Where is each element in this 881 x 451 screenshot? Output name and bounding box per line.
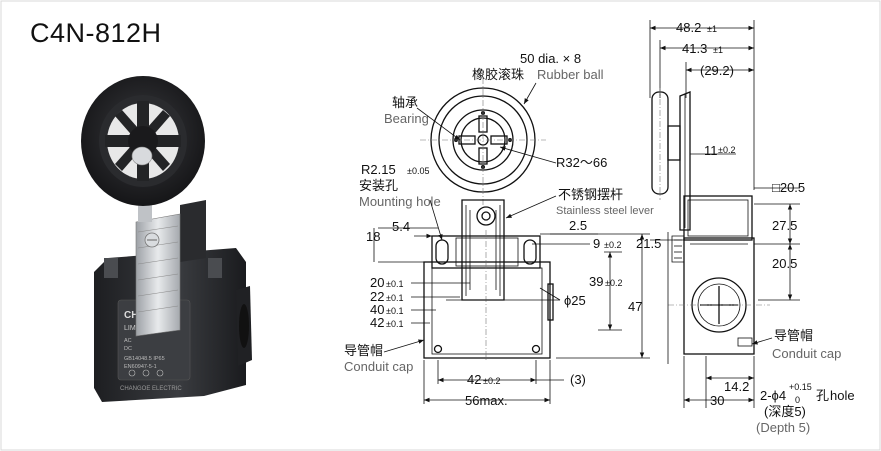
spec-line-2: DC bbox=[124, 346, 132, 352]
mount-en-text: Mounting hole bbox=[359, 194, 441, 209]
dim-40: 40 bbox=[370, 302, 384, 317]
dim-20: 20 bbox=[370, 275, 384, 290]
front-body bbox=[423, 261, 551, 359]
front-view: 50 dia. × 8 橡胶滚珠 Rubber ball 轴承 Bearing … bbox=[344, 51, 654, 408]
dim-42: 42 bbox=[370, 315, 384, 330]
dim-48-2-tol: ±1 bbox=[707, 24, 717, 34]
mount-r-text: R2.15 bbox=[361, 162, 396, 177]
ball-cn-text: 橡胶滚珠 bbox=[472, 67, 524, 82]
hole-prefix: 2-ϕ4 bbox=[760, 388, 786, 403]
dim-5-4: 5.4 bbox=[392, 219, 410, 234]
hole-sup: +0.15 bbox=[789, 382, 812, 392]
spec-line-1: AC bbox=[124, 338, 132, 344]
dim-sq-20-5: □20.5 bbox=[772, 180, 805, 195]
hole-en: hole bbox=[830, 388, 855, 403]
dim-42-width-tol: ±0.2 bbox=[483, 376, 500, 386]
dim-42-tol: ±0.1 bbox=[386, 319, 403, 329]
front-lever bbox=[461, 199, 505, 301]
product-photo: CHNT LIMIT SWITCH AC DC GB14048.5 IP65 E… bbox=[81, 76, 252, 402]
depth-en: (Depth 5) bbox=[756, 420, 810, 435]
dim-11: 11 bbox=[704, 143, 718, 158]
dim-41-3-tol: ±1 bbox=[713, 45, 723, 55]
side-view: 48.2 ±1 41.3 ±1 (29.2) bbox=[636, 20, 855, 435]
dim-9-tol: ±0.2 bbox=[604, 240, 621, 250]
dim-47: 47 bbox=[628, 299, 642, 314]
radius-text: R32～66 bbox=[556, 155, 607, 170]
dim-48-2: 48.2 bbox=[676, 20, 701, 35]
dim-40-tol: ±0.1 bbox=[386, 306, 403, 316]
dim-2-5: 2.5 bbox=[569, 218, 587, 233]
dim-27-5: 27.5 bbox=[772, 218, 797, 233]
dim-phi25: ϕ25 bbox=[564, 293, 586, 308]
hole-cn: 孔 bbox=[816, 388, 829, 403]
stainless-lever bbox=[135, 213, 181, 337]
conduit-left-en: Conduit cap bbox=[344, 359, 413, 374]
dim-22: 22 bbox=[370, 289, 384, 304]
dim-22-tol: ±0.1 bbox=[386, 293, 403, 303]
dim-56: 56max. bbox=[465, 393, 508, 408]
spec-line-3: GB14048.5 IP65 bbox=[124, 356, 165, 362]
conduit-left-cn: 导管帽 bbox=[344, 343, 383, 358]
dim-39-tol: ±0.2 bbox=[605, 278, 622, 288]
ball-dia-text: 50 dia. × 8 bbox=[520, 51, 581, 66]
dim-11-tol: ±0.2 bbox=[718, 145, 735, 155]
dim-41-3: 41.3 bbox=[682, 41, 707, 56]
mount-tol-text: ±0.05 bbox=[407, 166, 429, 176]
lever-cn-text: 不锈钢摆杆 bbox=[558, 187, 623, 202]
dim-42-width: 42 bbox=[467, 372, 481, 387]
maker-text: CHANGOE ELECTRIC bbox=[120, 386, 182, 392]
dim-30: 30 bbox=[710, 393, 724, 408]
side-lever bbox=[679, 91, 691, 231]
dim-21-5: 21.5 bbox=[636, 236, 661, 251]
dim-29-2: (29.2) bbox=[700, 63, 734, 78]
bearing-en-text: Bearing bbox=[384, 111, 429, 126]
dim-20-5: 20.5 bbox=[772, 256, 797, 271]
side-body bbox=[683, 237, 755, 355]
mount-cn-text: 安装孔 bbox=[359, 178, 398, 193]
spec-line-4: EN60947-5-1 bbox=[124, 364, 157, 370]
dim-9: 9 bbox=[593, 236, 600, 251]
conduit-right-cn: 导管帽 bbox=[774, 328, 813, 343]
hole-sub: 0 bbox=[795, 395, 800, 405]
dim-18: 18 bbox=[366, 229, 380, 244]
dim-14-2: 14.2 bbox=[724, 379, 749, 394]
dim-3: (3) bbox=[570, 372, 586, 387]
depth-cn: (深度5) bbox=[764, 404, 806, 419]
ball-en-text: Rubber ball bbox=[537, 67, 604, 82]
dim-20-tol: ±0.1 bbox=[386, 279, 403, 289]
lever-en-text: Stainless steel lever bbox=[556, 205, 654, 217]
model-title: C4N-812H bbox=[30, 18, 162, 48]
bearing-cn-text: 轴承 bbox=[392, 95, 418, 110]
wheel-nut bbox=[131, 146, 153, 166]
dim-39: 39 bbox=[589, 274, 603, 289]
conduit-right-en: Conduit cap bbox=[772, 346, 841, 361]
